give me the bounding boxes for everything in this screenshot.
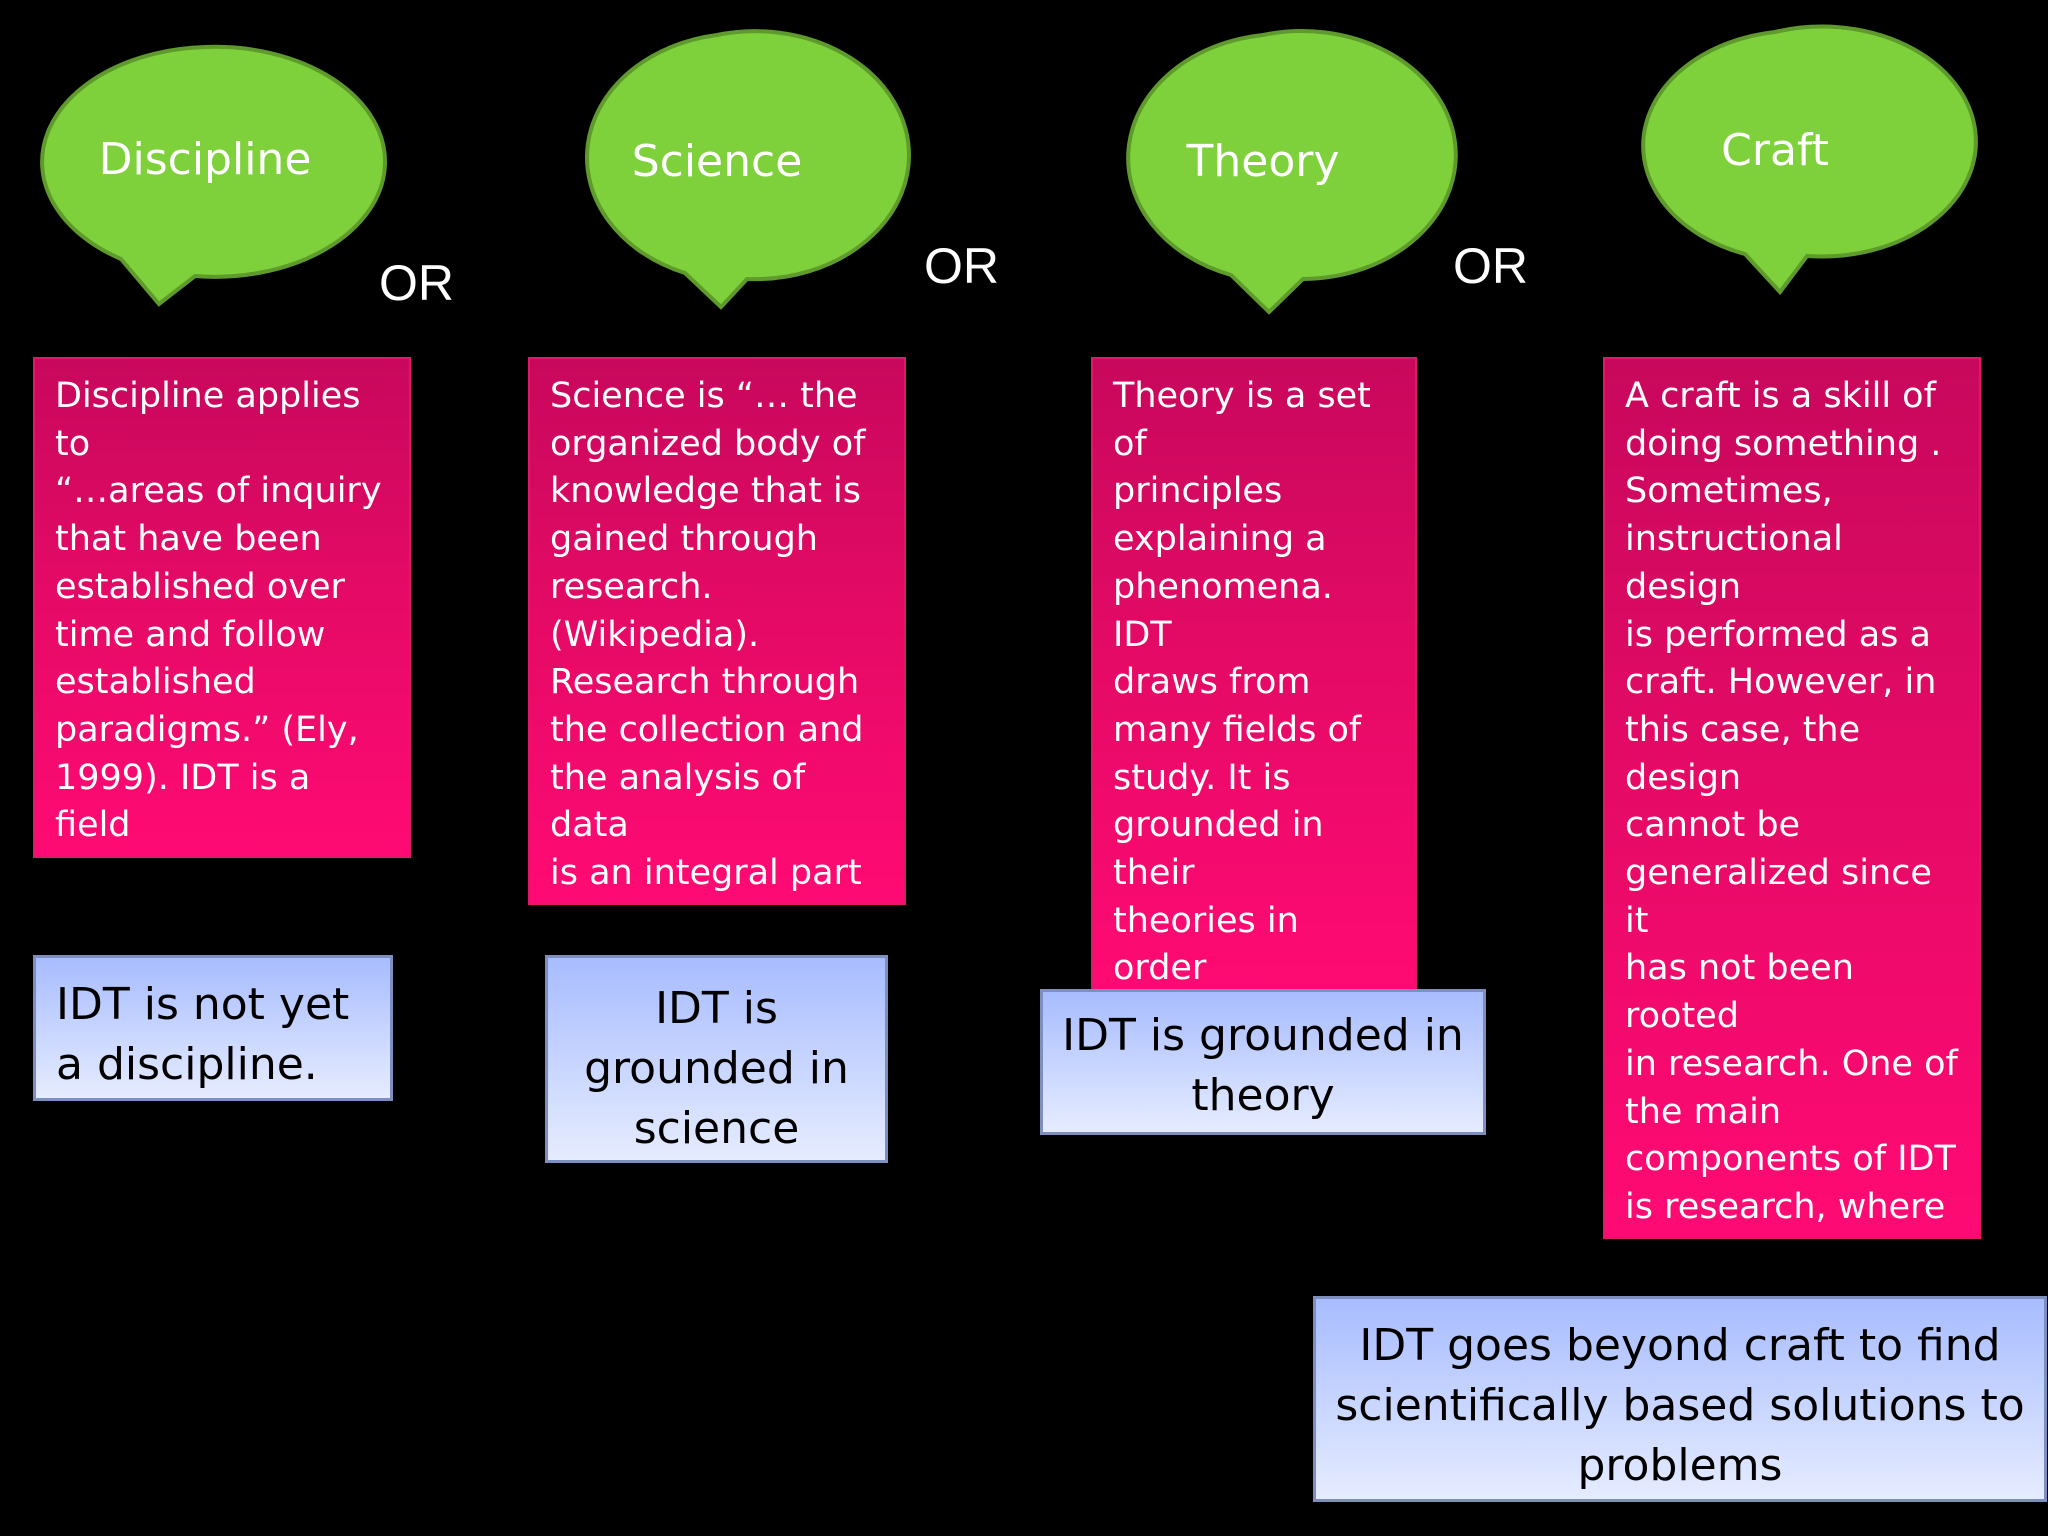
- speech-bubble-shape: [40, 44, 387, 307]
- bubble-craft: Craft: [1619, 24, 1978, 296]
- or-connector: OR: [924, 238, 999, 294]
- definition-discipline: Discipline applies to “…areas of inquiry…: [33, 357, 411, 858]
- speech-bubble-shape: [1126, 29, 1458, 315]
- bubble-label: Science: [631, 136, 803, 187]
- verdict-theory: IDT is grounded in theory: [1040, 989, 1486, 1135]
- bubble-label: Theory: [1186, 136, 1340, 187]
- bubble-label: Discipline: [98, 134, 312, 185]
- bubble-theory: Theory: [1107, 29, 1458, 315]
- definition-theory: Theory is a set of principles explaining…: [1091, 357, 1417, 997]
- verdict-science: IDT is grounded in science: [545, 955, 888, 1163]
- definition-craft: A craft is a skill of doing something . …: [1603, 357, 1981, 1239]
- bubble-discipline: Discipline: [33, 44, 387, 307]
- speech-bubble-shape: [1641, 24, 1978, 296]
- verdict-discipline: IDT is not yet a discipline.: [33, 955, 393, 1101]
- or-connector: OR: [379, 255, 454, 311]
- verdict-craft: IDT goes beyond craft to find scientific…: [1313, 1296, 2047, 1502]
- bubble-science: Science: [561, 29, 911, 310]
- bubble-label: Craft: [1721, 125, 1829, 176]
- definition-science: Science is “… the organized body of know…: [528, 357, 906, 905]
- speech-bubble-shape: [584, 29, 911, 310]
- or-connector: OR: [1453, 238, 1528, 294]
